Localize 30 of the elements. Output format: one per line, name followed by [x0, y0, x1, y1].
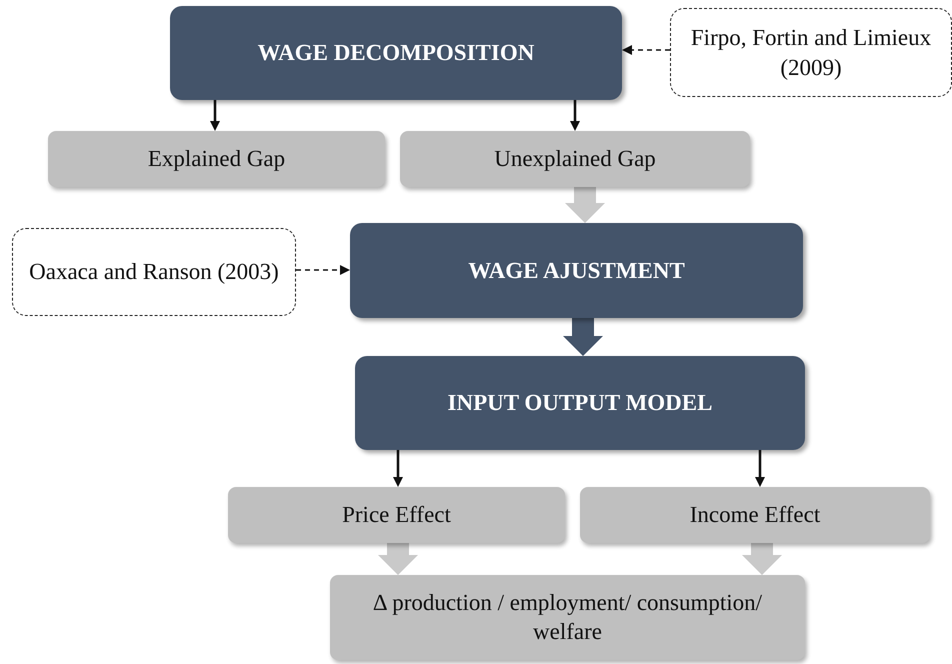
- box-label: Income Effect: [690, 500, 820, 529]
- arrow: [210, 100, 220, 131]
- block-arrow: [742, 543, 782, 575]
- block-arrow: [563, 318, 603, 356]
- arrow: [755, 450, 765, 487]
- process-box: [170, 6, 622, 100]
- reference-box: [12, 228, 296, 316]
- box-label: Unexplained Gap: [494, 144, 656, 173]
- box-label: WAGE DECOMPOSITION: [258, 40, 534, 66]
- dashed-arrow: [296, 265, 350, 275]
- result-box: [48, 131, 385, 187]
- arrow: [570, 100, 580, 131]
- box-label: WAGE AJUSTMENT: [468, 258, 685, 284]
- block-arrow: [565, 187, 605, 223]
- box-label: Firpo, Fortin and Limieux (2009): [690, 24, 932, 82]
- box-label: Oaxaca and Ranson (2003): [29, 258, 279, 286]
- box-label: Price Effect: [342, 500, 451, 529]
- reference-box: [670, 8, 952, 97]
- box-label: INPUT OUTPUT MODEL: [448, 390, 712, 416]
- block-arrow: [378, 543, 418, 575]
- process-box: [355, 356, 805, 450]
- dashed-arrow: [622, 45, 670, 55]
- arrow: [393, 450, 403, 487]
- result-box: [580, 487, 930, 543]
- process-box: [350, 223, 803, 318]
- result-box: [228, 487, 565, 543]
- result-box: [330, 575, 805, 660]
- box-label: Δ production / employment/ consumption/ welfare: [372, 588, 764, 646]
- box-label: Explained Gap: [148, 144, 286, 173]
- result-box: [400, 131, 750, 187]
